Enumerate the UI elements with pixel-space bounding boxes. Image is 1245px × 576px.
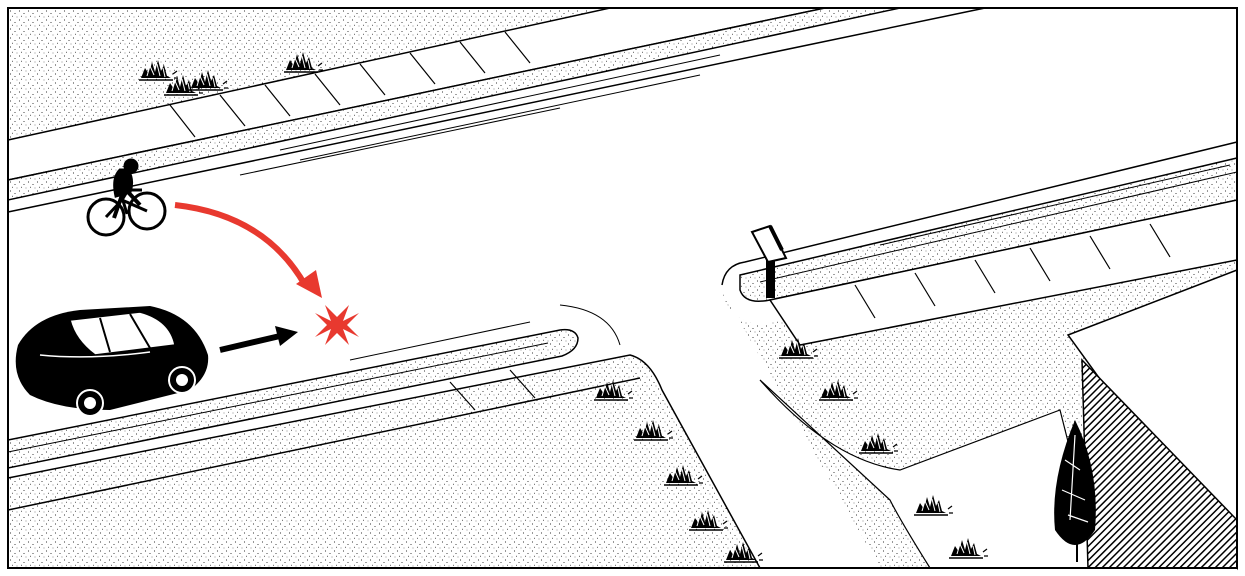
- crash-diagram: [0, 0, 1245, 576]
